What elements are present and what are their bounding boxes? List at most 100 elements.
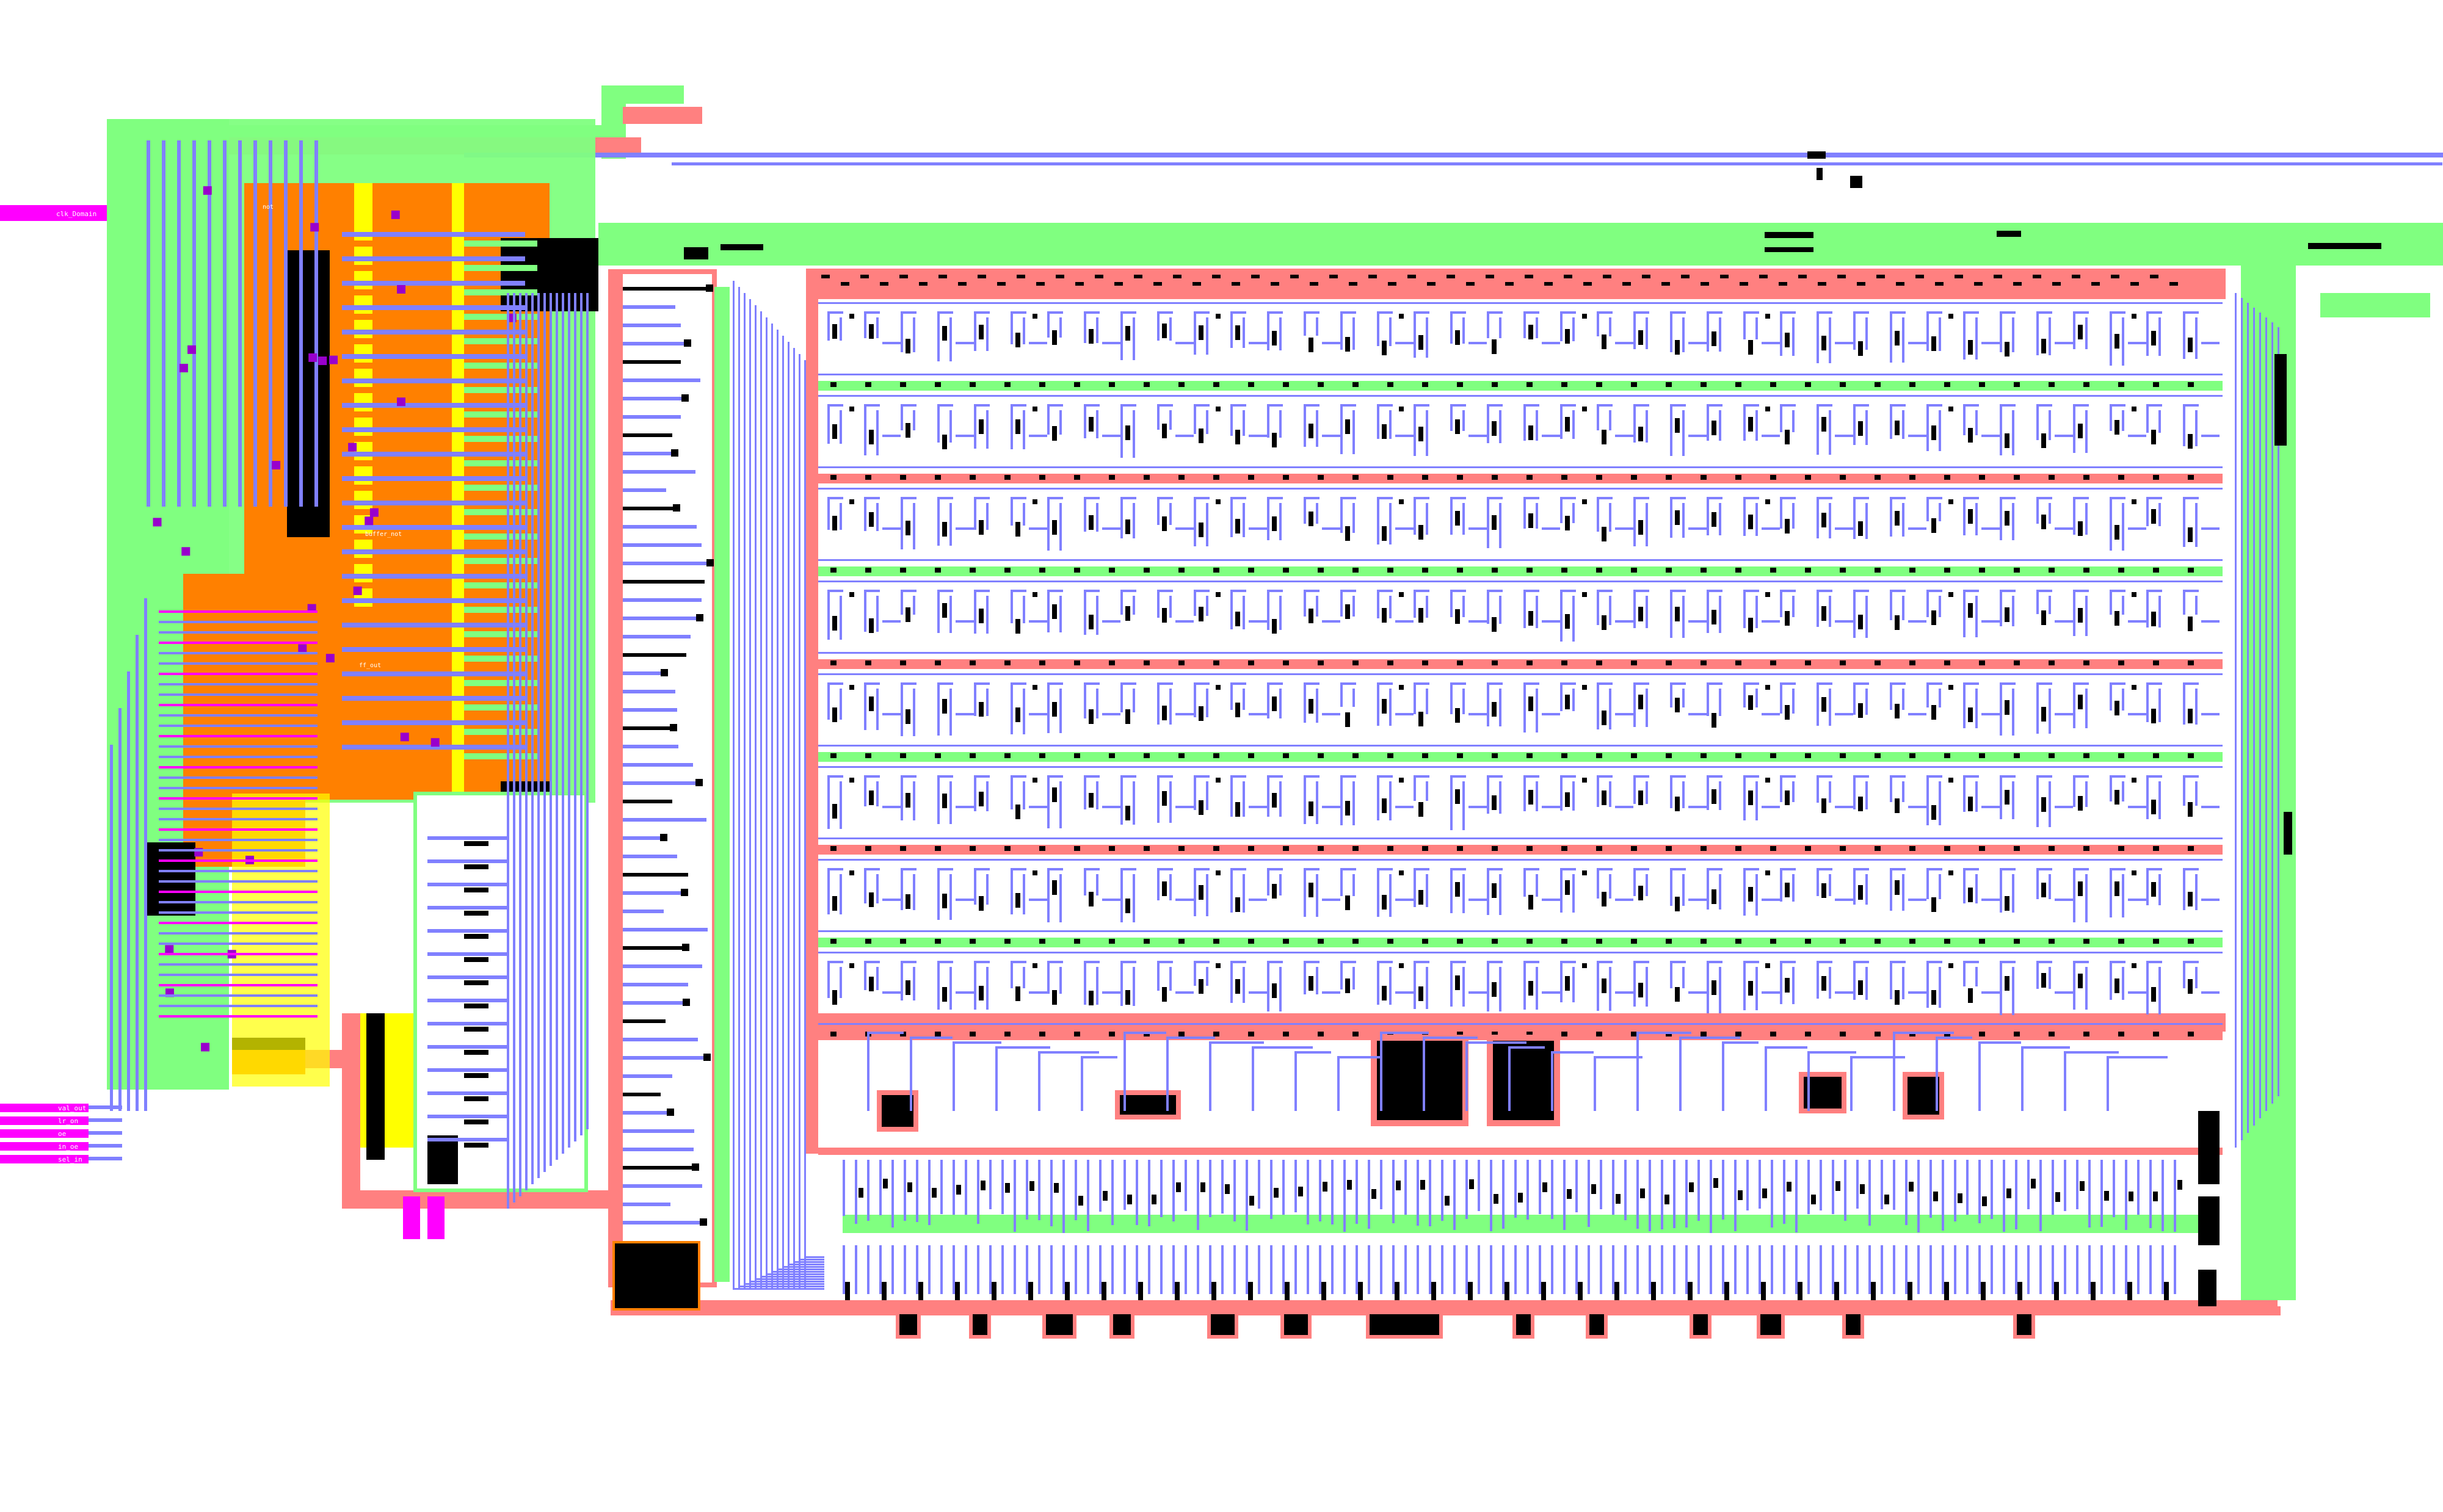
cell-contact — [979, 325, 984, 339]
rail-contact — [1213, 846, 1219, 851]
sense-contact — [1225, 1184, 1230, 1194]
cell-bitline — [1865, 967, 1868, 1000]
cell-strap — [1414, 775, 1429, 778]
cell-link — [1175, 435, 1194, 437]
sense-contact-low — [1834, 1282, 1839, 1300]
top-rail-contact — [1622, 282, 1631, 286]
control-vertical-wire — [223, 140, 227, 507]
array-top-metal3-rail — [598, 223, 2443, 266]
cell-contact — [1052, 787, 1057, 802]
cell-bitline — [1560, 961, 1563, 1002]
sense-wire-low — [1783, 1245, 1785, 1294]
cell-bitline — [1572, 967, 1575, 1002]
cell-contact — [1895, 704, 1900, 718]
cell-bitline — [1279, 967, 1282, 1011]
cell-bitline — [2036, 311, 2039, 355]
cell-link — [1835, 991, 1853, 994]
decoder-contact — [682, 944, 689, 951]
cell-bitline — [1646, 410, 1648, 443]
rail-contact — [2014, 939, 2020, 944]
cell-bitline — [949, 596, 952, 633]
cell-bitline — [1963, 497, 1966, 535]
rail-contact — [1492, 475, 1498, 480]
cell-bitline — [1646, 781, 1648, 804]
cell-bitline — [1890, 775, 1892, 802]
cell-contact — [1565, 880, 1570, 895]
control-block-diff-strip-2 — [452, 183, 464, 794]
rail-contact — [1178, 1032, 1185, 1036]
cell-contact — [1418, 335, 1423, 350]
cell-bitline — [1975, 410, 1978, 435]
cell-bitline — [876, 596, 879, 632]
array-bottom-metal2-rail — [806, 1013, 2226, 1032]
rail-contact — [935, 1032, 941, 1036]
cell-bitline — [1523, 404, 1526, 441]
cell-bitline — [1377, 961, 1379, 1005]
cell-bitline — [1572, 596, 1575, 642]
cell-bitline — [1243, 689, 1245, 710]
cell-bitline — [1560, 497, 1563, 523]
sense-contact — [2006, 1188, 2011, 1198]
array-right-metal3-rail — [2241, 262, 2296, 1300]
cell-bitline — [2012, 503, 2014, 540]
cell-bitline — [1902, 689, 1904, 710]
cell-via — [1033, 778, 1037, 783]
cell-bitline — [974, 868, 976, 905]
rail-contact — [2153, 382, 2159, 387]
ctrl-vertical-route — [525, 293, 528, 1190]
cell-strap — [2000, 682, 2016, 685]
decoder-row — [623, 964, 702, 968]
output-pad-b — [1487, 1035, 1560, 1126]
control-horizontal-wire — [159, 683, 318, 685]
sense-wire — [1954, 1160, 1956, 1221]
rail-contact — [830, 846, 837, 851]
cell-bitline — [840, 503, 842, 530]
cell-bitline — [1939, 781, 1941, 825]
cell-strap — [1157, 682, 1173, 685]
cell-bitline — [876, 317, 879, 338]
sense-wire — [2052, 1160, 2054, 1215]
left-pin-label: oe — [58, 1130, 66, 1138]
cell-strap — [1743, 682, 1759, 685]
cell-strap — [1011, 404, 1026, 407]
sense-wire-low — [977, 1245, 979, 1294]
cell-strap — [1267, 590, 1283, 592]
cell-strap — [2036, 775, 2052, 778]
cell-link — [1981, 806, 2000, 808]
cell-strap — [2146, 311, 2162, 314]
cell-contact — [1309, 976, 1313, 991]
cell-bitline — [2049, 689, 2051, 734]
sense-wire-low — [1942, 1245, 1944, 1294]
cell-contact — [1931, 425, 1936, 440]
cell-bitline — [1597, 497, 1599, 532]
cell-bitline — [1939, 689, 1941, 707]
cell-bitline — [1853, 682, 1856, 715]
cell-bitline — [1316, 317, 1318, 336]
decoder-row — [623, 1019, 666, 1023]
cell-bitline — [1743, 961, 1746, 1010]
cell-bitline — [2146, 868, 2149, 905]
cell-strap — [1707, 404, 1722, 407]
cell-bitline — [1389, 689, 1392, 726]
cell-contact — [1675, 987, 1680, 1002]
cell-link — [2201, 620, 2220, 623]
cell-bitline — [1120, 775, 1123, 825]
comb-finger-metal1 — [342, 598, 525, 603]
rail-contact — [1248, 568, 1254, 573]
cell-bitline — [1084, 404, 1086, 438]
decoder-row — [623, 836, 660, 840]
cell-bitline — [1963, 311, 1966, 360]
cell-bitline — [1120, 590, 1123, 615]
output-fan-turn — [1380, 1032, 1429, 1034]
cell-contact — [1089, 709, 1094, 724]
via-square — [369, 508, 379, 517]
cell-contact — [1015, 893, 1020, 908]
cell-strap — [974, 868, 990, 870]
cell-strap — [1487, 775, 1503, 778]
sense-contact — [1982, 1196, 1987, 1206]
rail-contact — [1039, 660, 1045, 665]
cell-contact — [979, 419, 984, 434]
bottom-pad — [1366, 1311, 1443, 1339]
cell-link — [1908, 342, 1926, 344]
cell-strap — [974, 311, 990, 314]
